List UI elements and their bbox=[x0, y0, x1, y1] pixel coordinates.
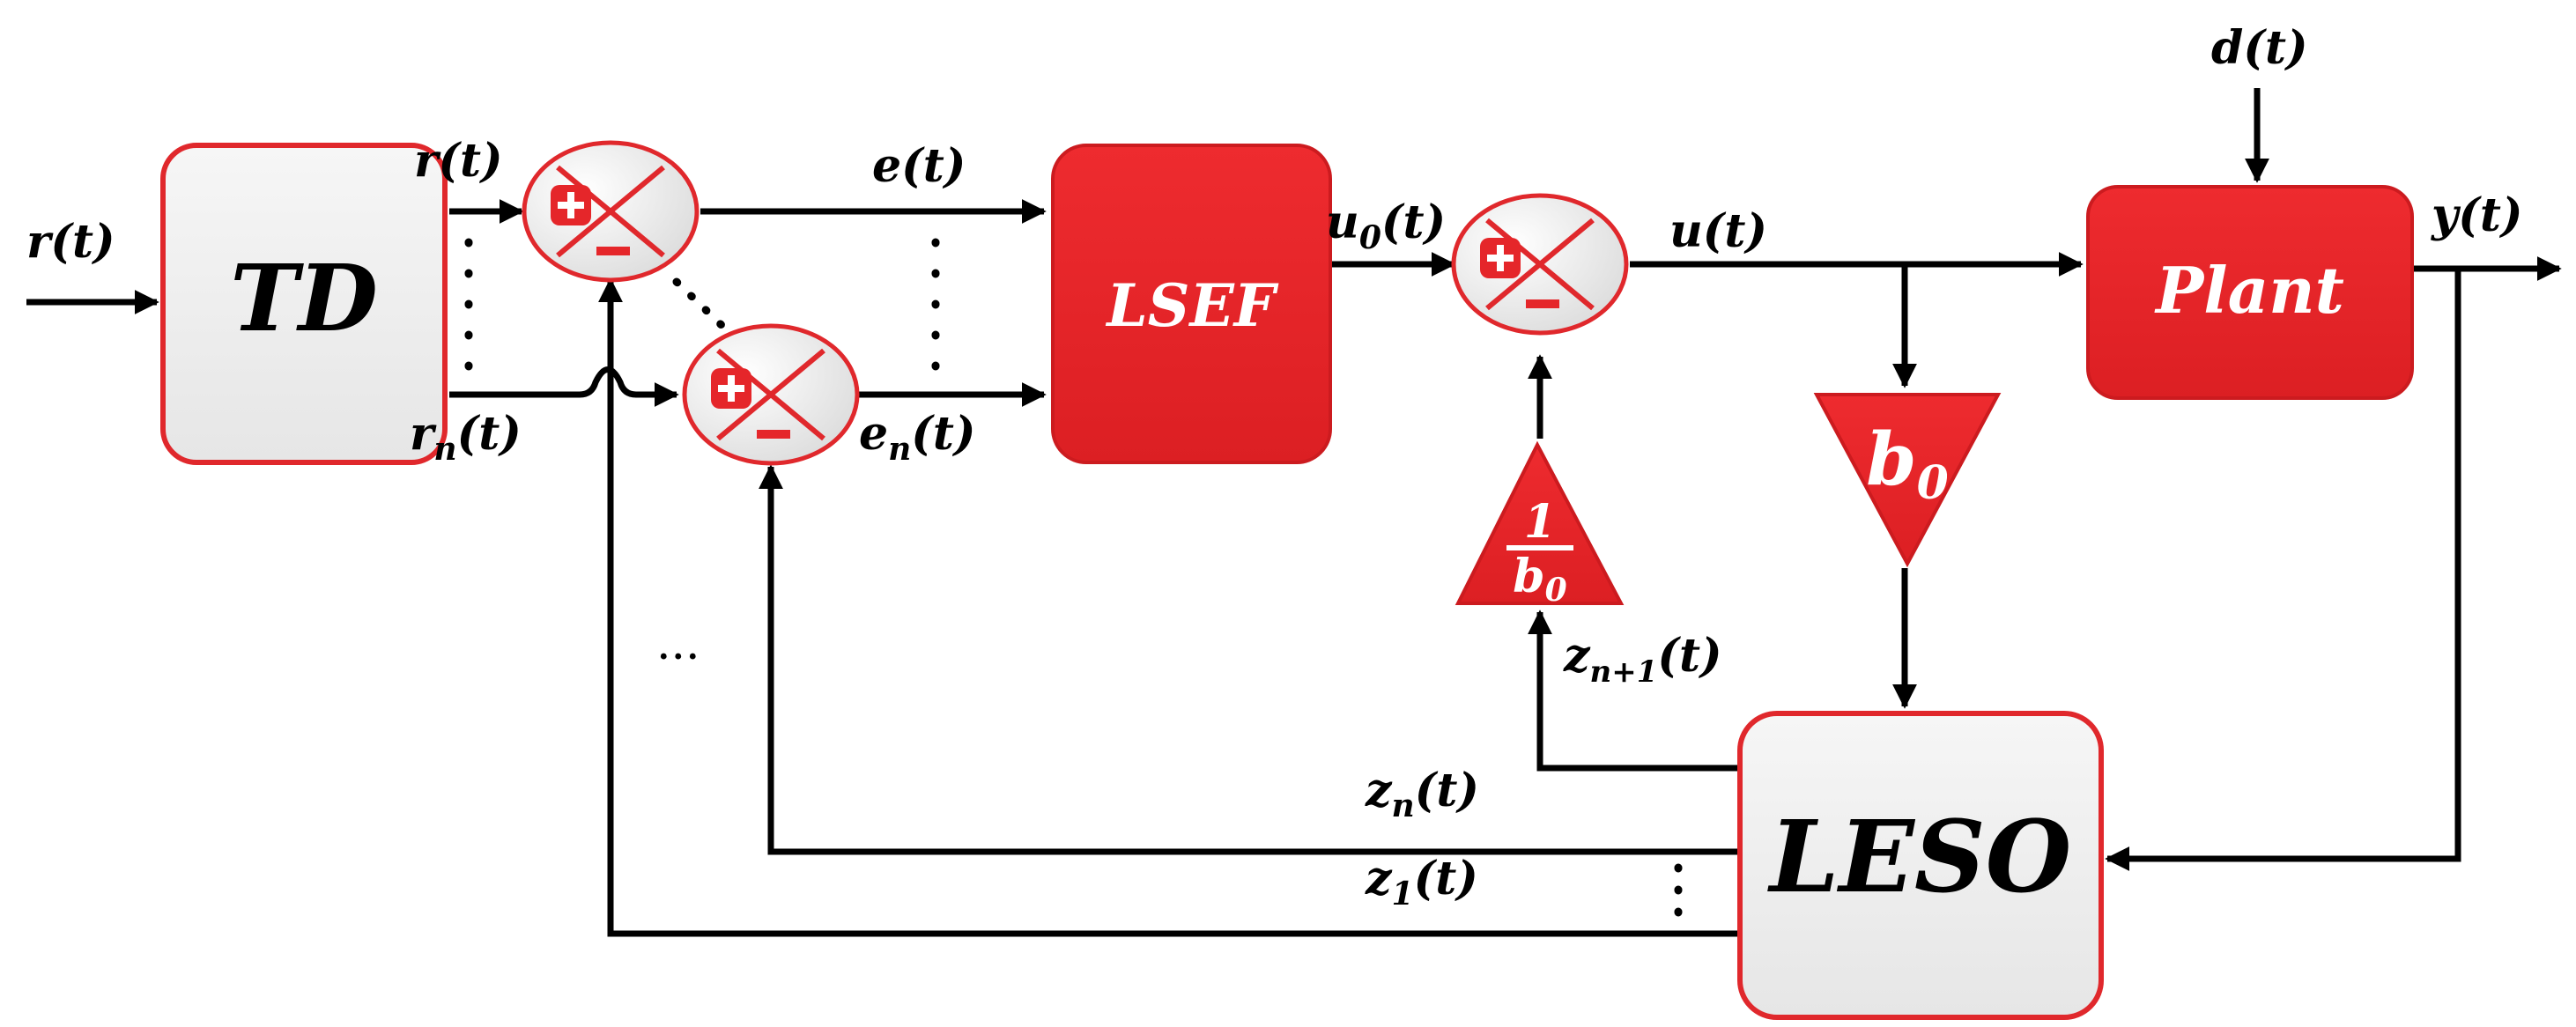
signal-y: y(t) bbox=[2431, 188, 2522, 242]
b0-gain-block: b0 bbox=[1813, 393, 2002, 568]
b0-label: b0 bbox=[1866, 417, 1949, 510]
signal-r: r(t) bbox=[414, 134, 503, 188]
signal-zn1: zn+1(t) bbox=[1563, 629, 1722, 690]
signal-labels: r(t) r(t) rn(t) e(t) en(t) u0(t) u(t) d(… bbox=[26, 21, 2522, 912]
wire-leso-z1-to-sum1 bbox=[598, 277, 1753, 937]
inverse-b0-gain-block: 1 b0 bbox=[1455, 440, 1625, 609]
td-label: TD bbox=[230, 244, 378, 352]
wire-td-to-sum2 bbox=[449, 366, 679, 407]
dots-between-sums bbox=[672, 277, 729, 332]
signal-u: u(t) bbox=[1669, 204, 1767, 258]
signal-e: e(t) bbox=[872, 139, 966, 193]
inverse-b0-denominator: b0 bbox=[1513, 550, 1566, 609]
lsef-block: LSEF bbox=[1051, 144, 1332, 464]
signal-en: en(t) bbox=[859, 407, 976, 468]
ellipsis-label: ... bbox=[656, 617, 700, 670]
signal-d: d(t) bbox=[2211, 21, 2308, 75]
signal-rn: rn(t) bbox=[410, 407, 522, 468]
wires bbox=[26, 88, 2562, 937]
signal-u0: u0(t) bbox=[1326, 196, 1446, 256]
inverse-b0-numerator: 1 bbox=[1524, 495, 1556, 549]
signal-zn: zn(t) bbox=[1365, 764, 1479, 824]
signal-r-input: r(t) bbox=[26, 215, 115, 269]
plus-sign-icon bbox=[551, 185, 591, 225]
plant-block: Plant bbox=[2086, 185, 2414, 400]
plus-sign-icon bbox=[1480, 238, 1521, 278]
signal-z1: z1(t) bbox=[1365, 852, 1478, 912]
wire-output-to-leso bbox=[2105, 269, 2461, 871]
summing-junction-1 bbox=[522, 140, 700, 283]
summing-junction-2 bbox=[682, 323, 860, 466]
minus-sign-icon bbox=[757, 430, 790, 439]
wire-leso-zn-to-sum2 bbox=[759, 464, 1753, 855]
leso-label: LESO bbox=[1767, 800, 2072, 915]
lsef-label: LSEF bbox=[1105, 271, 1278, 340]
plus-sign-icon bbox=[711, 368, 751, 409]
minus-sign-icon bbox=[596, 247, 630, 255]
summing-junction-3 bbox=[1451, 193, 1629, 336]
leso-block: LESO bbox=[1737, 711, 2104, 1020]
minus-sign-icon bbox=[1526, 299, 1559, 308]
plant-label: Plant bbox=[2154, 253, 2344, 328]
td-block: TD bbox=[160, 143, 448, 465]
wire-leso-to-inv-b0 bbox=[1528, 610, 1753, 772]
